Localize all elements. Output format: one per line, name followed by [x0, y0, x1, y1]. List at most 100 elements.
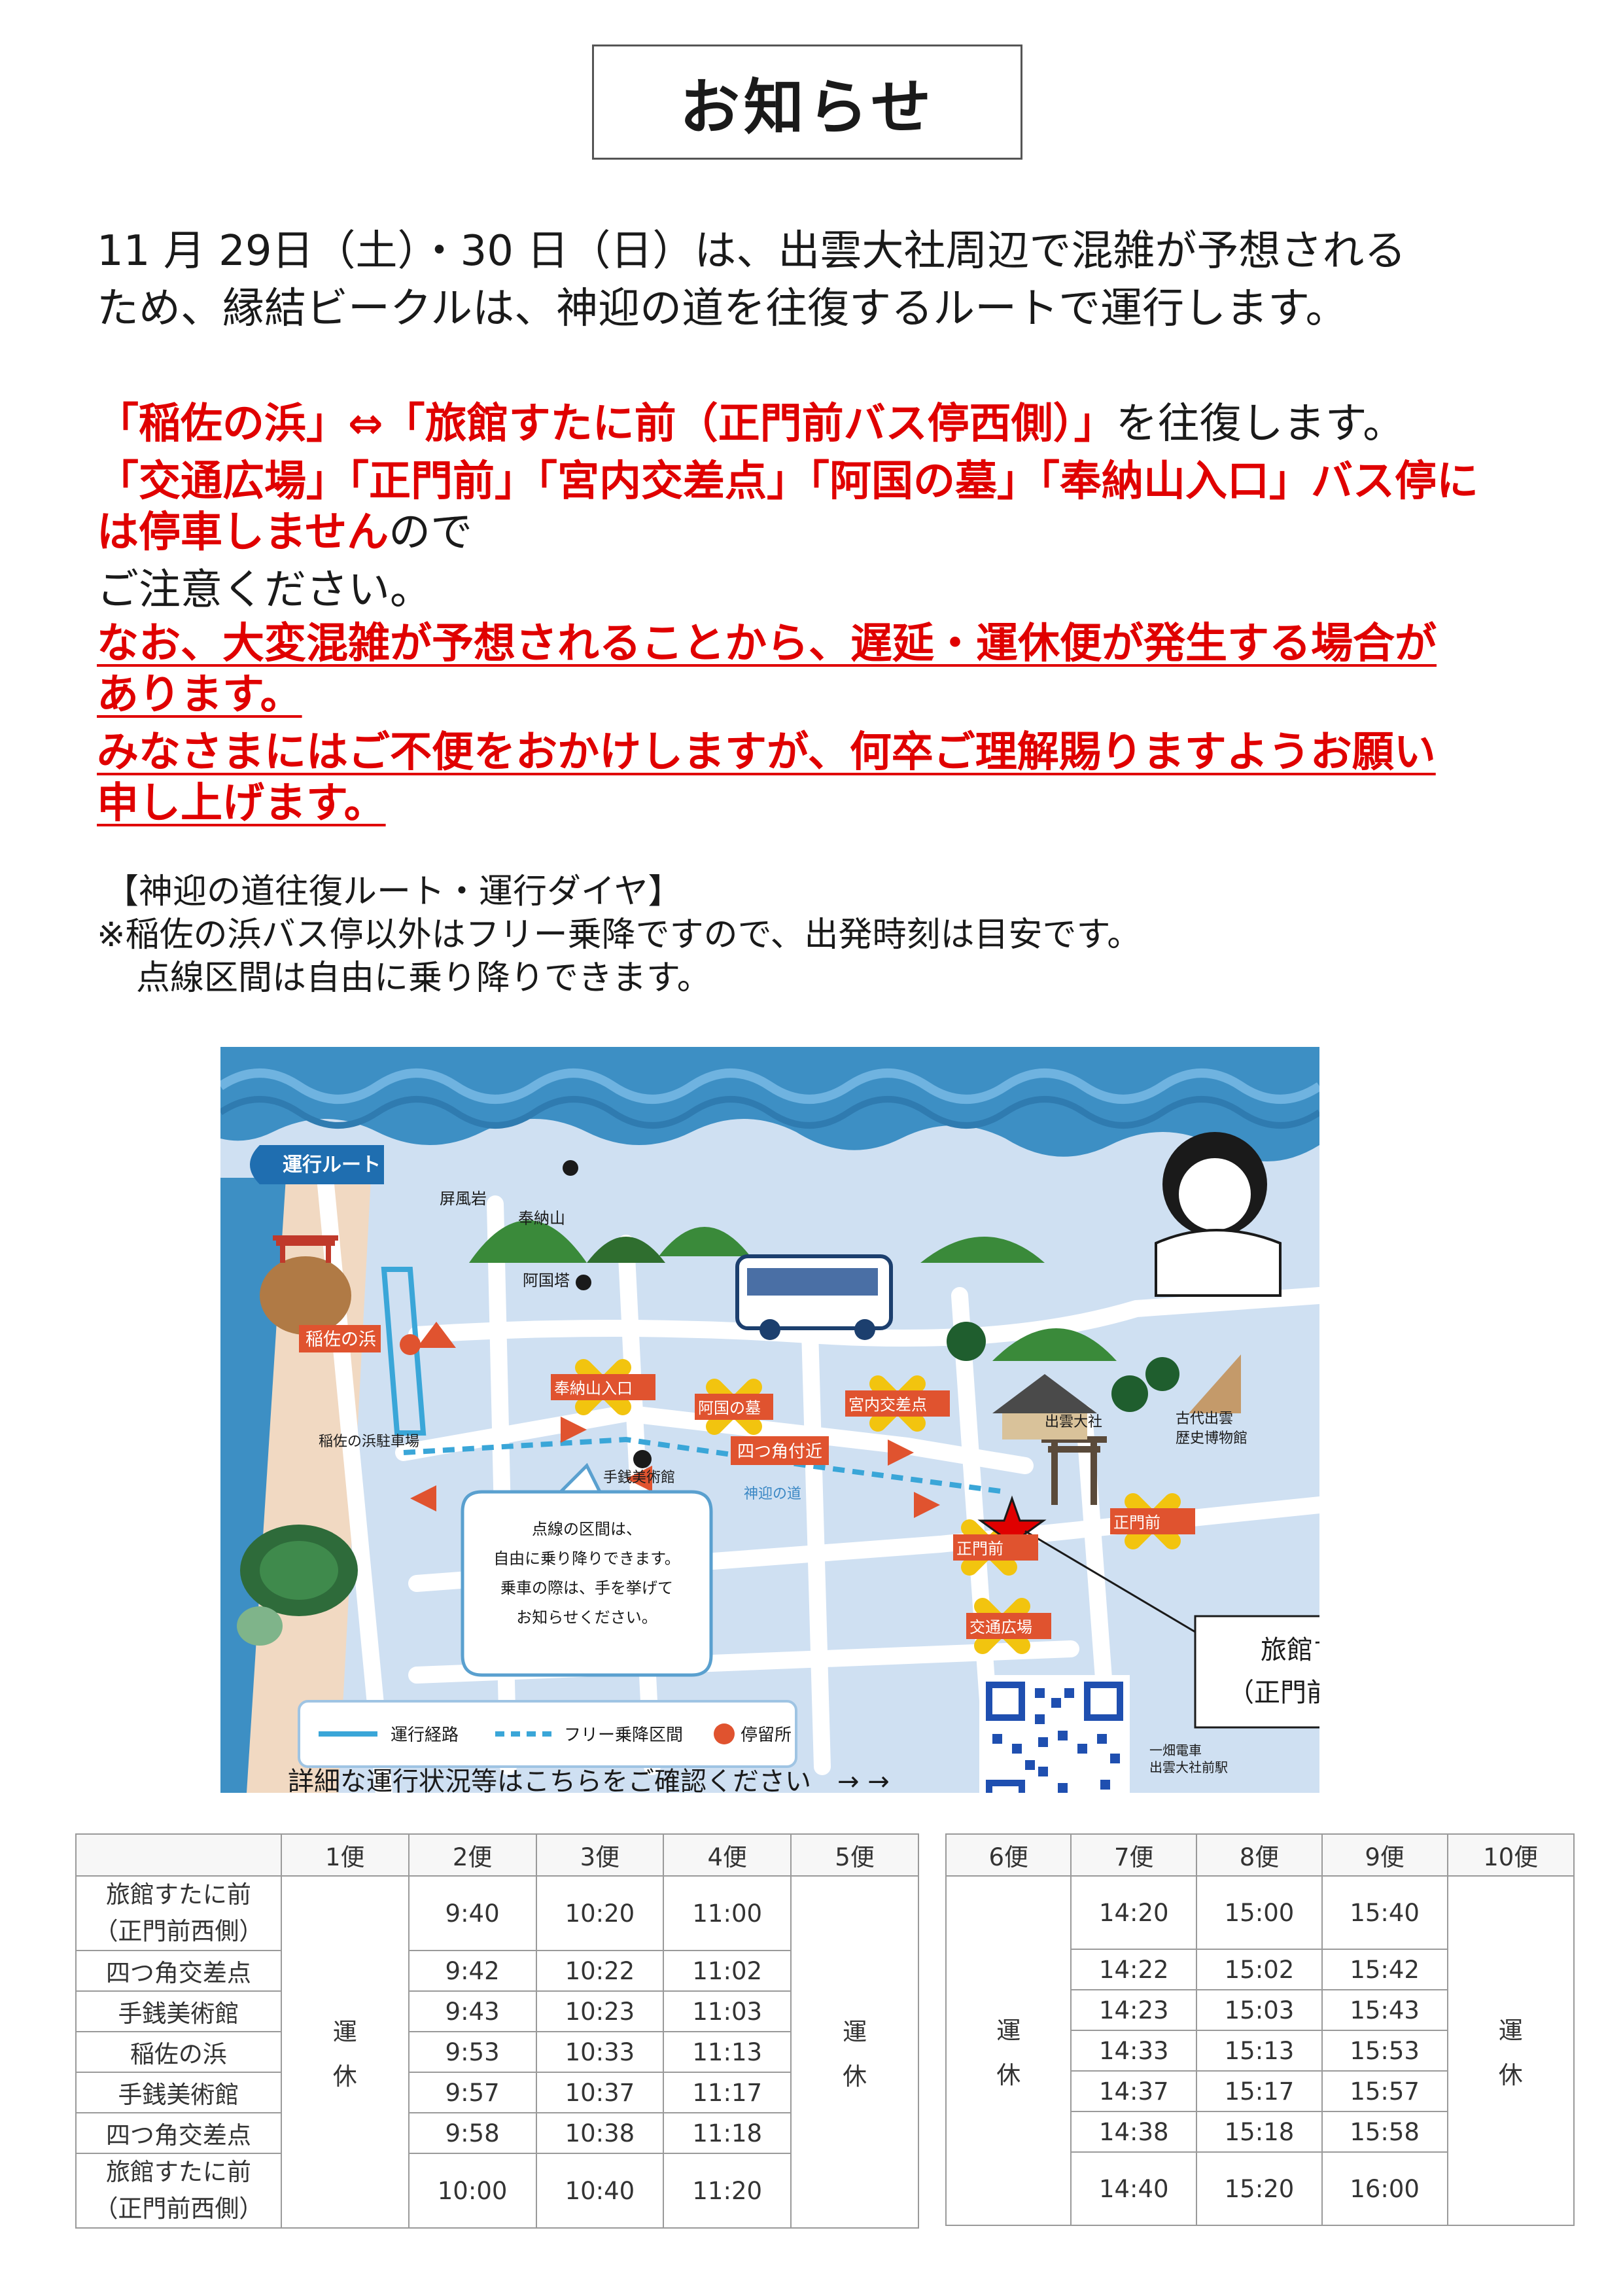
time-cell: 11:03 — [663, 1990, 792, 2032]
time-cell: 11:02 — [663, 1950, 792, 1992]
notice-line-5: なお、大変混雑が予想されることから、遅延・運休便が発生する場合が — [97, 615, 1536, 673]
notice-no-stop-tail: ので — [389, 508, 473, 557]
th-run: 8便 — [1196, 1833, 1323, 1877]
notice-no-stop: は停車しません — [97, 508, 389, 557]
time-cell: 15:00 — [1196, 1875, 1323, 1950]
time-cell: 10:38 — [535, 2112, 665, 2154]
time-cell: 10:22 — [535, 1950, 665, 1992]
label-ichibata: 一畑電車出雲大社前駅 — [1149, 1742, 1228, 1775]
info-bubble — [461, 1490, 713, 1677]
th-run: 10便 — [1446, 1833, 1575, 1877]
time-cell: 11:18 — [663, 2112, 792, 2154]
closed-cell: 運休 — [945, 1875, 1072, 2226]
closed-stop-okuni: 阿国の墓 — [698, 1399, 761, 1417]
timetable-right: 6便 7便 8便 9便 10便 運休 14:20 15:00 15:40 運休 … — [945, 1833, 1575, 2226]
page-title: お知らせ — [679, 72, 935, 143]
label-museum-2: 歴史博物館 — [1176, 1430, 1248, 1447]
closed-stop-miyauchi: 宮内交差点 — [848, 1396, 927, 1414]
th-run: 5便 — [790, 1833, 919, 1877]
time-cell: 14:20 — [1070, 1875, 1198, 1950]
time-cell: 9:53 — [408, 2031, 537, 2073]
time-cell: 11:20 — [663, 2153, 792, 2229]
notice-line-4: ご注意ください。 — [97, 566, 432, 614]
label-izumo-taisha: 出雲大社 — [1045, 1414, 1102, 1430]
th-run: 3便 — [535, 1833, 665, 1877]
legend-route: 運行経路 — [391, 1725, 459, 1745]
detail-link-text: 詳細な運行状況等はこちらをご確認ください → → — [288, 1767, 890, 1797]
notice-route: 「稲佐の浜」⇔「旅館すたに前（正門前バス停西側）」 — [97, 400, 1116, 448]
label-kamimukae: 神迎の道 — [744, 1486, 801, 1502]
time-cell: 15:13 — [1196, 2030, 1323, 2072]
time-cell: 11:13 — [663, 2031, 792, 2073]
notice-delay: なお、大変混雑が予想されることから、遅延・運休便が発生する場合が — [97, 620, 1437, 668]
legend-free: フリー乗降区間 — [564, 1725, 683, 1745]
time-cell: 16:00 — [1321, 2151, 1448, 2226]
intro-line-1: 11 月 29日（土）・30 日（日）は、出雲大社周辺で混雑が予想される — [97, 227, 1406, 275]
route-tag-label: 運行ルート — [283, 1154, 381, 1176]
route-map: 運行ルート 屏風岩 奉納山 阿国塔 稲佐の浜 稲佐の浜駐車場 手銭美術館 四つ角… — [220, 1047, 1319, 1793]
bubble-line-3: 乗車の際は、手を挙げて — [500, 1579, 673, 1597]
time-cell: 15:42 — [1321, 1949, 1448, 1990]
closed-stop-hono: 奉納山入口 — [554, 1379, 633, 1398]
bubble-line-4: お知らせください。 — [516, 1608, 657, 1627]
time-cell: 10:40 — [535, 2153, 665, 2229]
closed-cell: 運休 — [280, 1875, 410, 2229]
time-cell: 11:17 — [663, 2072, 792, 2113]
legend-stop: 停留所 — [741, 1725, 792, 1745]
time-cell: 10:20 — [535, 1875, 665, 1951]
label-byobu: 屏風岩 — [440, 1190, 487, 1208]
th-run: 2便 — [408, 1833, 537, 1877]
time-cell: 10:23 — [535, 1990, 665, 2032]
bubble-line-2: 自由に乗り降りできます。 — [493, 1549, 680, 1568]
th-run: 4便 — [663, 1833, 792, 1877]
notice-line-3: は停車しませんので — [97, 504, 1536, 561]
bus-icon — [735, 1254, 893, 1340]
callout-line-2: （正門前バス停西 — [1228, 1678, 1319, 1708]
closed-cell: 運休 — [790, 1875, 919, 2229]
mountain — [469, 1220, 587, 1263]
time-cell: 10:00 — [408, 2153, 537, 2229]
route-note-1: ※稲佐の浜バス停以外はフリー乗降ですので、出発時刻は目安です。 — [97, 915, 1142, 955]
museum-icon — [1189, 1354, 1241, 1413]
label-hono: 奉納山 — [518, 1209, 565, 1227]
time-cell: 14:33 — [1070, 2030, 1198, 2072]
time-cell: 14:23 — [1070, 1989, 1198, 2031]
time-cell: 15:20 — [1196, 2151, 1323, 2226]
notice-delay-end: あります。 — [97, 671, 302, 719]
label-tezeni: 手銭美術館 — [603, 1470, 675, 1486]
time-cell: 15:17 — [1196, 2070, 1323, 2112]
bubble-line-1: 点線の区間は、 — [532, 1520, 642, 1538]
label-museum-1: 古代出雲 — [1176, 1411, 1233, 1427]
turtle-icon — [237, 1525, 358, 1646]
stop-name: 旅館すたに前 （正門前西側） — [75, 2153, 282, 2229]
time-cell: 15:03 — [1196, 1989, 1323, 2031]
closed-stop-seimon-east: 正門前 — [1113, 1513, 1161, 1532]
qr-code — [979, 1675, 1130, 1793]
time-cell: 14:37 — [1070, 2070, 1198, 2112]
timetable-left: 1便 2便 3便 4便 5便 旅館すたに前 （正門前西側） 運休 9:40 10… — [75, 1833, 919, 2229]
notice-apology-end: 申し上げます。 — [97, 779, 386, 828]
route-heading: 【神迎の道往復ルート・運行ダイヤ】 — [105, 872, 682, 911]
label-inasa: 稲佐の浜 — [305, 1330, 376, 1350]
notice-route-tail: を往復します。 — [1115, 400, 1405, 448]
shrine-icon — [992, 1374, 1097, 1413]
route-line — [381, 1267, 427, 1436]
closed-cell: 運休 — [1446, 1875, 1575, 2226]
stop-name: 手銭美術館 — [75, 1990, 282, 2032]
time-cell: 15:02 — [1196, 1949, 1323, 1990]
th-stop-blank — [75, 1833, 282, 1877]
notice-line-2: 「交通広場」「正門前」「宮内交差点」「阿国の墓」「奉納山入口」バス停に — [97, 457, 1478, 506]
title-box: お知らせ — [592, 44, 1022, 160]
time-cell: 9:58 — [408, 2112, 537, 2154]
mascot-icon — [1155, 1132, 1282, 1297]
time-cell: 11:00 — [663, 1875, 792, 1951]
th-run: 1便 — [280, 1833, 410, 1877]
stop-name: 旅館すたに前 （正門前西側） — [75, 1875, 282, 1951]
time-cell: 9:40 — [408, 1875, 537, 1951]
stop-name: 四つ角交差点 — [75, 1950, 282, 1992]
time-cell: 9:42 — [408, 1950, 537, 1992]
notice-line-7: みなさまにはご不便をおかけしますが、何卒ご理解賜りますようお願い — [97, 724, 1536, 781]
stop-name: 手銭美術館 — [75, 2072, 282, 2113]
stop-inasa — [400, 1334, 421, 1355]
stop-name: 四つ角交差点 — [75, 2112, 282, 2154]
